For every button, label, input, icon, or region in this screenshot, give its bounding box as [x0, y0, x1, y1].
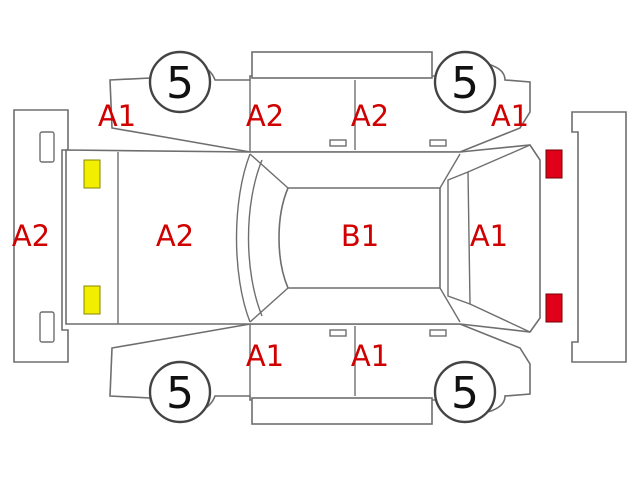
roof-panel [278, 187, 441, 289]
tire-rear-left: 5 [433, 50, 497, 114]
tire-tread-value: 5 [166, 368, 194, 419]
front-bumper-slot-top [39, 131, 55, 163]
door-handle-top-front [329, 139, 347, 147]
door-handle-top-rear [429, 139, 447, 147]
front-bumper-slot-bottom [39, 311, 55, 343]
code-door-top-front: A2 [246, 99, 284, 133]
windshield-inner [247, 159, 263, 317]
tire-front-left: 5 [148, 50, 212, 114]
code-roof: B1 [341, 219, 379, 253]
code-quarter-top-rear: A1 [491, 99, 529, 133]
headlight-right [83, 285, 101, 315]
side-profile-top [109, 51, 531, 153]
taillight-left [545, 149, 563, 179]
code-front-bumper: A2 [12, 219, 50, 253]
windshield-outer [235, 153, 251, 323]
code-hood: A2 [156, 219, 194, 253]
code-door-top-rear: A2 [351, 99, 389, 133]
door-handle-bottom-front [329, 329, 347, 337]
code-trunk-lid: A1 [470, 219, 508, 253]
tire-rear-right: 5 [433, 360, 497, 424]
roof-rail-bottom [251, 397, 433, 425]
headlight-left [83, 159, 101, 189]
taillight-right [545, 293, 563, 323]
car-body-top-view [65, 144, 541, 333]
side-profile-bottom [109, 323, 531, 425]
tire-tread-value: 5 [451, 368, 479, 419]
door-handle-bottom-rear [429, 329, 447, 337]
code-fender-top-front: A1 [98, 99, 136, 133]
roof-rail-top [251, 51, 433, 79]
front-bumper [13, 109, 69, 363]
tire-tread-value: 5 [451, 58, 479, 109]
code-door-bottom-front: A1 [246, 339, 284, 373]
tire-front-right: 5 [148, 360, 212, 424]
tire-tread-value: 5 [166, 58, 194, 109]
code-door-bottom-rear: A1 [351, 339, 389, 373]
rear-bumper [571, 111, 627, 363]
